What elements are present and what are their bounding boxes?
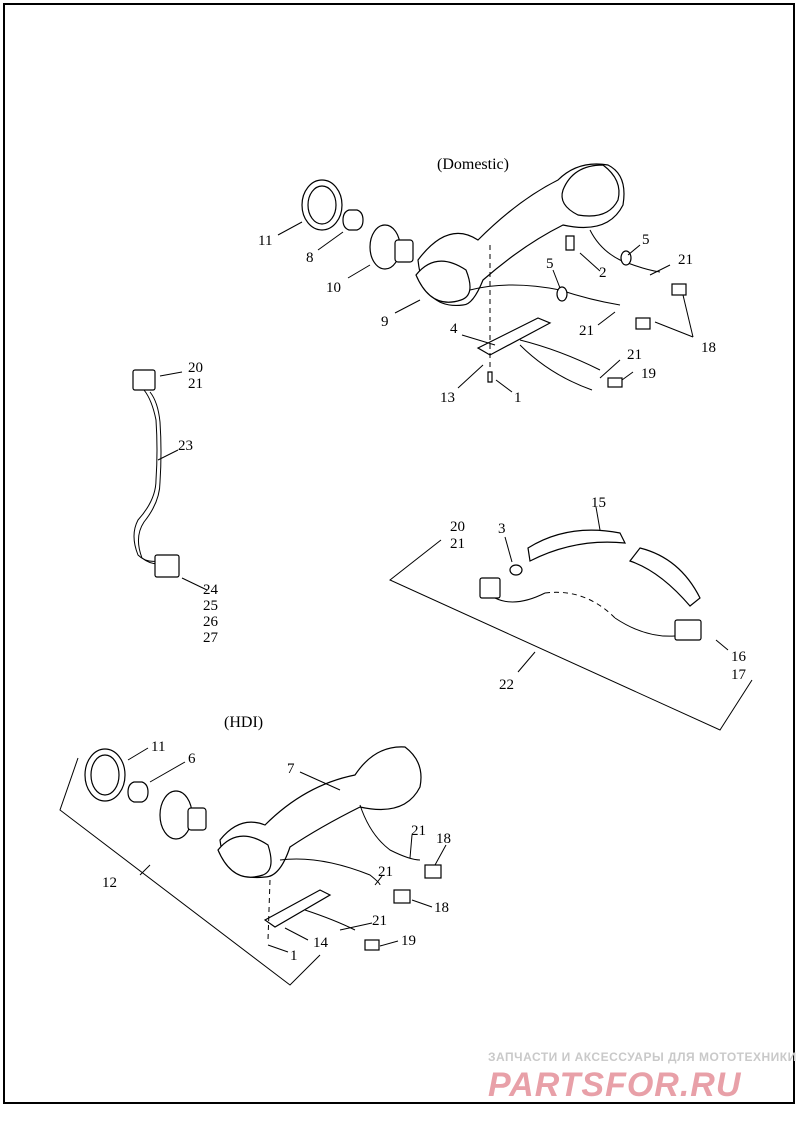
wire-plate-2 [519, 344, 593, 391]
callout-21: 21 [678, 252, 693, 268]
callout-27: 27 [203, 630, 219, 646]
turn-signal-lamp-right [561, 164, 620, 217]
terminal-housing [424, 864, 442, 879]
callout-1: 1 [290, 948, 298, 964]
callout-25: 25 [203, 598, 218, 614]
page-border [3, 3, 795, 1104]
wire-left [469, 284, 621, 306]
watermark-logo: PARTSFOR.RU [488, 1066, 742, 1104]
callout-13: 13 [440, 390, 455, 406]
hdi-assembly: (HDI) 11 6 7 12 21 18 21 18 21 14 19 1 [59, 714, 451, 986]
callout-21: 21 [372, 913, 387, 929]
callout-11: 11 [258, 233, 272, 249]
mount-plate [263, 889, 332, 928]
callout-12: 12 [102, 875, 117, 891]
caption-domestic: (Domestic) [437, 156, 509, 173]
domestic-assembly: (Domestic) 11 8 10 9 5 2 21 5 18 21 4 21… [258, 156, 716, 406]
clip [509, 564, 523, 576]
socket-housing [159, 790, 193, 840]
callout-21: 21 [579, 323, 594, 339]
callout-11: 11 [151, 739, 165, 755]
terminal-housing-19 [607, 377, 623, 388]
bulb [342, 209, 364, 231]
callout-17: 17 [731, 667, 747, 683]
grommet [556, 286, 568, 302]
lens-strip-2 [629, 547, 701, 607]
callout-18: 18 [434, 900, 449, 916]
harness-cable [133, 389, 159, 562]
callout-19: 19 [641, 366, 656, 382]
lens-strip-kit: 20 21 3 15 22 16 17 [389, 495, 753, 731]
turn-signal-bracket [219, 746, 422, 879]
mount-plate [476, 317, 552, 356]
callout-26: 26 [203, 614, 219, 630]
callout-24: 24 [203, 582, 219, 598]
callout-1: 1 [514, 390, 522, 406]
terminal-housing-19 [364, 939, 380, 951]
hdi-bracket [59, 757, 321, 986]
callout-23: 23 [178, 438, 193, 454]
bulb [127, 781, 149, 803]
callout-16: 16 [731, 649, 747, 665]
connector-bottom [154, 554, 180, 578]
socket-base [187, 807, 207, 831]
callout-14: 14 [313, 935, 329, 951]
screw [565, 235, 575, 251]
watermark-tagline: ЗАПЧАСТИ И АКСЕССУАРЫ ДЛЯ МОТОТЕХНИКИ [488, 1050, 797, 1064]
callout-22: 22 [499, 677, 514, 693]
callout-20: 20 [188, 360, 203, 376]
lens-strip [527, 529, 627, 562]
connector-right [674, 619, 702, 641]
callout-21: 21 [188, 376, 203, 392]
watermark: ЗАПЧАСТИ И АКСЕССУАРЫ ДЛЯ МОТОТЕХНИКИ PA… [488, 1050, 797, 1105]
terminal-housing [635, 317, 651, 330]
callout-21: 21 [450, 536, 465, 552]
wiring-harness: 20 21 23 24 25 26 27 [132, 360, 219, 646]
connector [479, 577, 501, 599]
callout-4: 4 [450, 321, 458, 337]
wire-plate [519, 339, 601, 371]
callout-18: 18 [436, 831, 451, 847]
harness-cable-2 [138, 391, 165, 565]
callout-6: 6 [188, 751, 196, 767]
callout-21: 21 [627, 347, 642, 363]
socket-base [394, 239, 414, 263]
turn-signal-lamp [415, 260, 471, 303]
callout-5: 5 [546, 256, 554, 272]
callout-10: 10 [326, 280, 341, 296]
callout-21: 21 [378, 864, 393, 880]
screw-1 [487, 371, 493, 383]
terminal-housing [671, 283, 687, 296]
callout-5: 5 [642, 232, 650, 248]
caption-hdi: (HDI) [224, 714, 263, 731]
callout-3: 3 [498, 521, 506, 537]
terminal-housing [393, 889, 411, 904]
turn-signal-lamp [217, 835, 272, 878]
callout-19: 19 [401, 933, 416, 949]
wire-right [589, 229, 661, 273]
lens-ring-inner [90, 754, 120, 796]
connector-top [132, 369, 156, 391]
callout-7: 7 [287, 761, 295, 777]
kit-bracket [389, 539, 753, 731]
callout-18: 18 [701, 340, 716, 356]
callout-8: 8 [306, 250, 314, 266]
callout-20: 20 [450, 519, 465, 535]
callout-9: 9 [381, 314, 389, 330]
callout-15: 15 [591, 495, 606, 511]
callout-2: 2 [599, 265, 607, 281]
lens-ring-inner [307, 185, 337, 225]
callout-21: 21 [411, 823, 426, 839]
